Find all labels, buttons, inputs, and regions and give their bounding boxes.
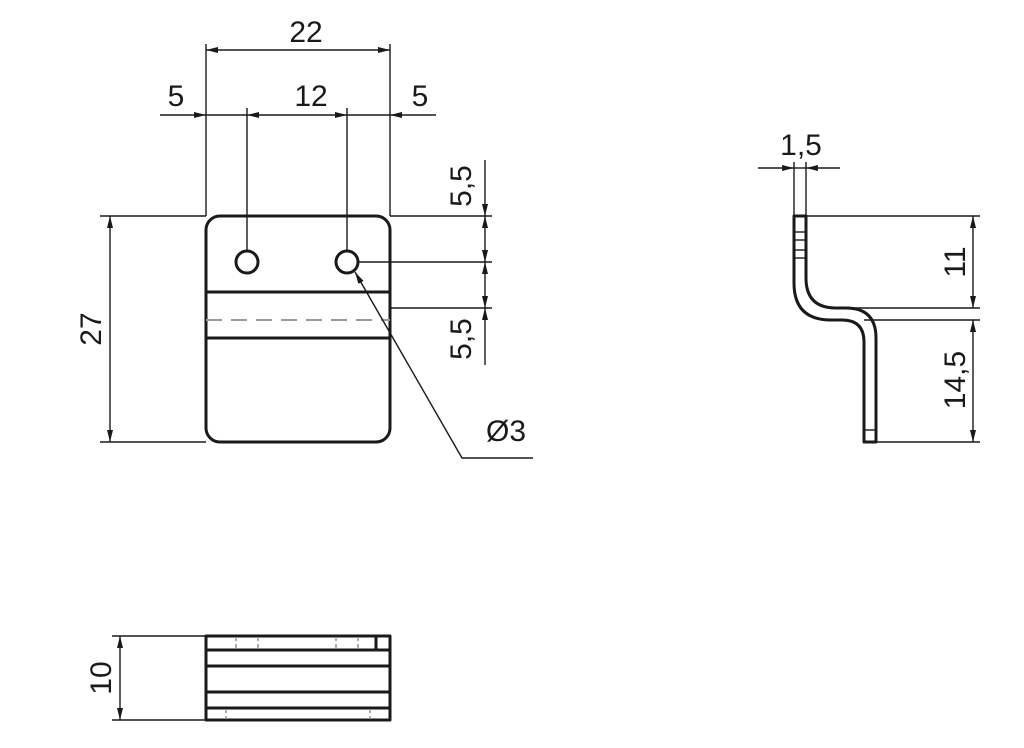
- dimension-thickness-label: 1,5: [780, 129, 822, 162]
- side-extension-lines: [793, 162, 980, 443]
- dimension-depth: 10: [85, 635, 206, 721]
- dimension-side-legs: 11 14,5: [939, 216, 976, 442]
- bracket-outline-front: [204, 214, 392, 444]
- dimension-width: 22: [206, 16, 390, 53]
- dimension-hole-to-bend-label: 5,5: [445, 318, 478, 360]
- dimension-hole-diameter-label: Ø3: [486, 415, 526, 448]
- mounting-hole-right: [334, 249, 360, 275]
- dimension-thickness: 1,5: [758, 129, 840, 171]
- side-view: [792, 214, 878, 444]
- dimension-hole-spacing-label: 12: [294, 80, 327, 113]
- dimension-height: 27: [75, 216, 113, 442]
- front-extension-lines: [100, 44, 492, 443]
- dimension-depth-label: 10: [85, 661, 118, 694]
- bracket-outline-top: [204, 634, 392, 722]
- dimension-upper-leg-label: 11: [939, 246, 972, 277]
- dimension-width-label: 22: [289, 16, 322, 49]
- top-view: [204, 634, 392, 722]
- dimension-hole-positions: 5 12 5: [160, 80, 436, 118]
- dimension-lower-leg-label: 14,5: [939, 351, 972, 409]
- dimension-vertical-hole: 5,5 5,5: [445, 160, 488, 365]
- mounting-hole-left: [234, 249, 260, 275]
- front-view: [204, 214, 392, 444]
- dimension-hole-from-top-label: 5,5: [445, 165, 478, 207]
- dimension-height-label: 27: [75, 312, 108, 345]
- bracket-profile-side: [792, 214, 878, 444]
- dimension-right-offset-label: 5: [412, 80, 429, 113]
- dimension-hole-diameter: Ø3: [354, 271, 533, 459]
- dimension-left-offset-label: 5: [168, 80, 185, 113]
